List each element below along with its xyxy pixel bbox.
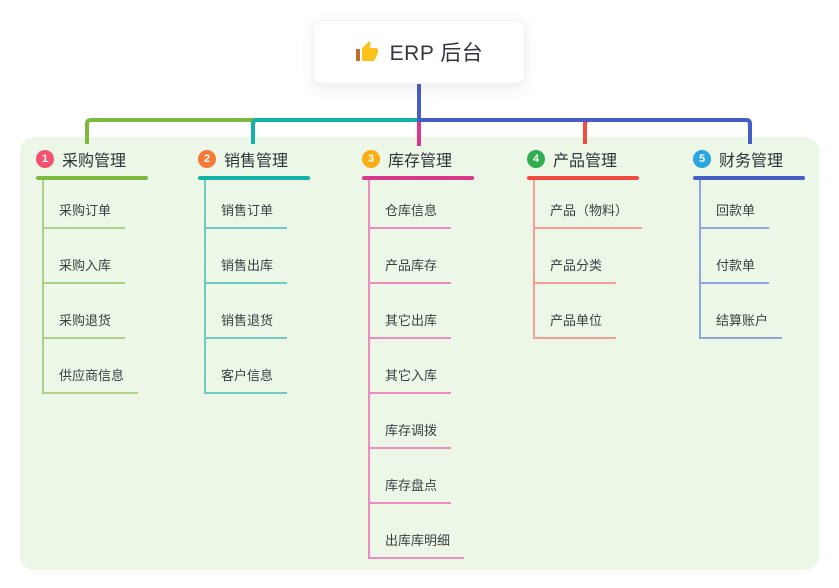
child-label: 销售出库: [206, 255, 288, 284]
branch-underline: [693, 176, 805, 180]
branch-title: 销售管理: [224, 153, 289, 170]
child-label: 采购退货: [44, 310, 126, 339]
branch-header[interactable]: 1 采购管理: [36, 146, 148, 180]
branch-number-badge: 1: [36, 150, 54, 168]
child-label: 采购入库: [44, 255, 126, 284]
branch-underline: [36, 176, 148, 180]
branch-header[interactable]: 3 库存管理: [362, 146, 474, 180]
child-node[interactable]: 库存盘点: [370, 449, 474, 504]
child-label: 产品库存: [370, 255, 452, 284]
child-label: 供应商信息: [44, 365, 139, 394]
child-label: 其它入库: [370, 365, 452, 394]
branch-title: 库存管理: [388, 153, 453, 170]
branch-header[interactable]: 4 产品管理: [527, 146, 639, 180]
child-label: 产品单位: [535, 310, 617, 339]
child-node[interactable]: 采购退货: [44, 284, 148, 339]
branch-underline: [362, 176, 474, 180]
child-node[interactable]: 仓库信息: [370, 180, 474, 229]
root-title: ERP 后台: [389, 42, 484, 65]
branch-title: 采购管理: [62, 153, 127, 170]
branch-header[interactable]: 5 财务管理: [693, 146, 805, 180]
child-label: 销售退货: [206, 310, 288, 339]
child-label: 仓库信息: [370, 200, 452, 229]
child-label: 采购订单: [44, 200, 126, 229]
branch-children: 仓库信息 产品库存 其它出库 其它入库 库存调拨 库存盘点 出库库明细: [368, 180, 474, 559]
child-node[interactable]: 销售出库: [206, 229, 310, 284]
child-label: 回款单: [701, 200, 770, 229]
branch-header[interactable]: 2 销售管理: [198, 146, 310, 180]
child-label: 库存盘点: [370, 475, 452, 504]
child-label: 付款单: [701, 255, 770, 284]
branch-children: 产品（物料） 产品分类 产品单位: [533, 180, 643, 339]
root-node[interactable]: ERP 后台: [313, 20, 525, 84]
mindmap-panel: [20, 137, 819, 570]
branch-sales: 2 销售管理 销售订单 销售出库 销售退货 客户信息: [198, 146, 310, 394]
child-label: 客户信息: [206, 365, 288, 394]
child-label: 产品（物料）: [535, 200, 643, 229]
child-node[interactable]: 产品库存: [370, 229, 474, 284]
child-node[interactable]: 库存调拨: [370, 394, 474, 449]
child-node[interactable]: 供应商信息: [44, 339, 148, 394]
child-node[interactable]: 产品分类: [535, 229, 642, 284]
branch-product: 4 产品管理 产品（物料） 产品分类 产品单位: [527, 146, 643, 339]
branch-children: 销售订单 销售出库 销售退货 客户信息: [204, 180, 310, 394]
child-node[interactable]: 其它入库: [370, 339, 474, 394]
branch-number-badge: 5: [693, 150, 711, 168]
child-node[interactable]: 产品（物料）: [535, 180, 643, 229]
child-node[interactable]: 其它出库: [370, 284, 474, 339]
branch-children: 回款单 付款单 结算账户: [699, 180, 805, 339]
child-node[interactable]: 销售订单: [206, 180, 310, 229]
child-label: 其它出库: [370, 310, 452, 339]
child-label: 出库库明细: [370, 530, 465, 559]
branch-inventory: 3 库存管理 仓库信息 产品库存 其它出库 其它入库 库存调拨 库存盘点 出库库…: [362, 146, 474, 559]
branch-underline: [527, 176, 639, 180]
child-node[interactable]: 客户信息: [206, 339, 310, 394]
child-label: 产品分类: [535, 255, 617, 284]
child-label: 销售订单: [206, 200, 288, 229]
branch-children: 采购订单 采购入库 采购退货 供应商信息: [42, 180, 148, 394]
child-node[interactable]: 回款单: [701, 180, 805, 229]
branch-purchase: 1 采购管理 采购订单 采购入库 采购退货 供应商信息: [36, 146, 148, 394]
branch-number-badge: 2: [198, 150, 216, 168]
branch-number-badge: 3: [362, 150, 380, 168]
branch-finance: 5 财务管理 回款单 付款单 结算账户: [693, 146, 805, 339]
child-node[interactable]: 出库库明细: [370, 504, 474, 559]
child-label: 结算账户: [701, 310, 783, 339]
child-node[interactable]: 销售退货: [206, 284, 310, 339]
branch-number-badge: 4: [527, 150, 545, 168]
child-node[interactable]: 采购入库: [44, 229, 148, 284]
branch-underline: [198, 176, 310, 180]
child-node[interactable]: 产品单位: [535, 284, 642, 339]
branch-title: 产品管理: [553, 153, 618, 170]
child-label: 库存调拨: [370, 420, 452, 449]
child-node[interactable]: 结算账户: [701, 284, 805, 339]
child-node[interactable]: 付款单: [701, 229, 805, 284]
thumbs-up-icon: [355, 41, 378, 61]
branch-title: 财务管理: [719, 153, 784, 170]
child-node[interactable]: 采购订单: [44, 180, 148, 229]
